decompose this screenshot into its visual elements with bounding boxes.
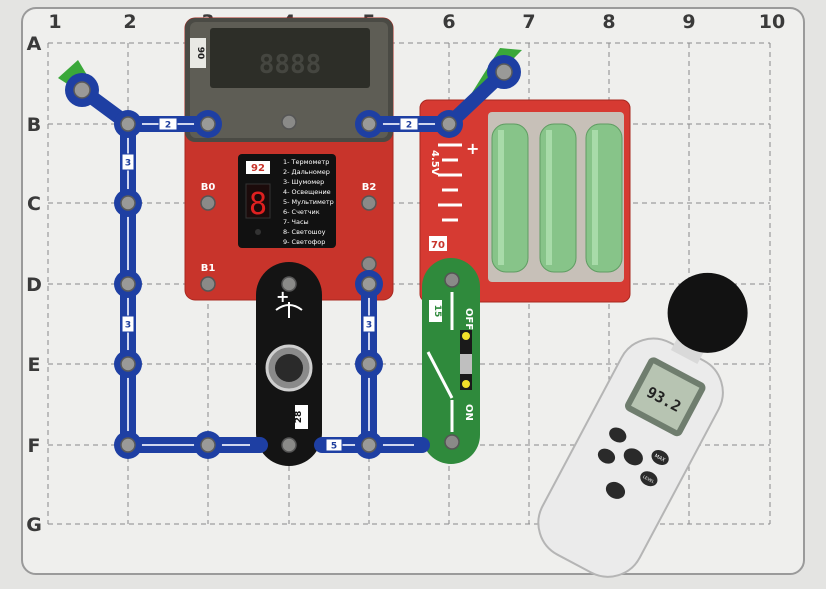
column-label: 9 (682, 11, 695, 33)
meter-max-label: MAX (653, 453, 666, 464)
column-label: 2 (123, 11, 136, 33)
meter-button-center[interactable] (621, 445, 646, 469)
mode-item: 5- Мультиметр (283, 198, 334, 206)
sound-level-meter[interactable]: 93.2 MAX LEVEL (526, 252, 775, 589)
module-snaps (200, 114, 377, 292)
terminal-label: B0 (201, 182, 216, 193)
mode-item: 6- Счетчик (283, 208, 320, 216)
ir-sensor (255, 229, 261, 235)
switch-number-tag (429, 300, 442, 322)
meter-button-level[interactable] (638, 468, 660, 489)
meter-lcd (631, 363, 700, 431)
row-label: A (27, 33, 42, 55)
wire-number: 2 (165, 121, 171, 131)
id-tag-label: 90 (195, 47, 205, 60)
switch-contact (462, 380, 470, 388)
meter-level-label: LEVEL (642, 474, 656, 485)
mode-list: 1- Термометр 2- Дальномер 3- Шумомер 4- … (283, 158, 334, 246)
wire-number: 3 (125, 321, 131, 331)
mic-grill (275, 354, 303, 382)
mic-number-tag (295, 405, 308, 429)
row-label: F (28, 435, 41, 457)
battery-voltage: 4.5V (429, 150, 440, 176)
mode-item: 1- Термометр (283, 158, 329, 166)
mode-item: 3- Шумомер (283, 178, 324, 186)
mode-panel (238, 154, 336, 248)
terminal-label: B2 (362, 182, 377, 193)
id-tag (190, 38, 206, 68)
switch-lever (426, 351, 454, 399)
switch-on-label: ON (463, 404, 474, 421)
battery-symbol (438, 143, 462, 222)
battery-plus: + (466, 139, 479, 158)
column-label: 6 (442, 11, 455, 33)
module-number: 92 (251, 163, 265, 174)
column-label: 1 (48, 11, 61, 33)
display-module[interactable]: 8888 90 92 8 1- Термометр 2- Дальномер 3… (184, 17, 394, 301)
module-number-tag (246, 161, 270, 174)
lcd-digits: 8888 (259, 50, 322, 80)
wire-number: 3 (366, 321, 372, 331)
meter-button-down[interactable] (595, 446, 617, 467)
microphone-module[interactable]: + 28 (256, 262, 322, 466)
row-label: B (27, 114, 41, 136)
meter-button-up[interactable] (607, 425, 629, 446)
switch-snap (444, 434, 460, 450)
mode-item: 8- Светошоу (283, 228, 326, 236)
mic-snap (281, 437, 297, 453)
switch-slider-knob[interactable] (460, 354, 472, 374)
wire-number: 3 (125, 159, 131, 169)
mode-item: 4- Освещение (283, 188, 331, 196)
switch-snap (444, 272, 460, 288)
row-label: E (28, 354, 41, 376)
mode-item: 9- Светофор (283, 238, 325, 246)
column-label: 10 (759, 11, 785, 33)
terminal-label: B1 (201, 263, 216, 274)
mic-symbol (275, 302, 303, 318)
meter-buttons[interactable] (583, 425, 672, 513)
mic-plus: + (276, 287, 289, 306)
switch-off-label: OFF (463, 308, 474, 330)
column-label: 7 (522, 11, 535, 33)
switch-number: 15 (432, 305, 442, 318)
meter-button-power[interactable] (603, 479, 628, 503)
battery-holder[interactable]: + 4.5V 70 (419, 99, 631, 303)
switch-contact (462, 332, 470, 340)
mic-snap (281, 276, 297, 292)
wire-tags: 2 2 3 3 3 5 (121, 117, 419, 452)
row-label: G (26, 514, 42, 536)
mic-number: 28 (294, 411, 304, 424)
battery-number: 70 (431, 240, 445, 251)
wire-number: 5 (331, 442, 337, 452)
windscreen-foam (667, 272, 748, 353)
wire-number: 2 (406, 121, 412, 131)
seven-segment (245, 183, 271, 219)
row-label: C (27, 193, 41, 215)
wire-snaps (65, 55, 521, 459)
switch-module[interactable]: 15 OFF ON (422, 258, 480, 464)
row-label: D (26, 274, 42, 296)
seven-segment-digit: 8 (249, 187, 267, 222)
row-labels: A B C D E F G (26, 33, 42, 536)
meter-button-max[interactable] (649, 447, 671, 468)
mode-item: 2- Дальномер (283, 168, 330, 176)
battery-cells (491, 123, 623, 273)
mode-item: 7- Часы (283, 218, 309, 226)
battery-number-tag (429, 236, 447, 251)
lcd-screen (210, 28, 370, 88)
column-label: 8 (602, 11, 615, 33)
